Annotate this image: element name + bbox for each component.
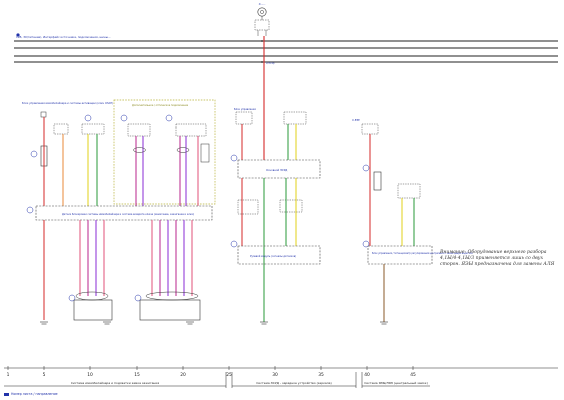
section-label-central-lock: Система ЯЭЫ/ЛЯЭ (центральный замок) — [364, 381, 428, 385]
mid-module1-label: Основной ЭСУД — [266, 168, 287, 172]
tick-label-25: 25 — [226, 372, 232, 378]
top-connector: Х..... — [254, 2, 270, 36]
tick-label-1: 1 — [7, 372, 10, 378]
bus-lines: 12В, 30(питание), Интерфейс источника, п… — [14, 33, 558, 63]
middle-section: Блок управления Основной ЭСУД Рулевой мо… — [230, 108, 321, 325]
tick-label-15: 15 — [134, 372, 140, 378]
tick-label-20: 20 — [180, 372, 186, 378]
note-text: Внимание: Оборудование верхнего разбора … — [440, 250, 555, 267]
main-feed-wire: 0,35 Кр — [263, 36, 275, 160]
tick-label-40: 40 — [364, 372, 370, 378]
tick-label-5: 5 — [43, 372, 46, 378]
tick-label-10: 10 — [87, 372, 93, 378]
top-connector-label: Х..... — [259, 2, 266, 6]
left-module-label: Датчик блокировки системы иммобилайзера … — [62, 213, 194, 216]
left-section: Блок управления иммобилайзера и системы … — [22, 99, 216, 325]
mid-header: Блок управления — [234, 108, 256, 111]
right-module-label: Блок управления / потенциометр регулиров… — [372, 252, 473, 255]
main-feed-code: 0,35 Кр — [266, 62, 275, 65]
legend: Номер листа / направление — [4, 392, 58, 396]
left-header: Блок управления иммобилайзера и системы … — [22, 101, 113, 105]
ruler-ticks — [7, 366, 414, 370]
bus-label: 12В, 30(питание), Интерфейс источника, п… — [16, 35, 111, 39]
mid-module2-label: Рулевой модуль (сигналы датчиков) — [250, 255, 296, 258]
legend-swatch — [4, 392, 9, 396]
right-section: Х-ЕЭЕ Блок управления / потенциометр рег… — [352, 118, 473, 325]
section-label-esud: Система ЭСУД - зарядное устройство (зерк… — [256, 381, 331, 385]
tick-label-30: 30 — [272, 372, 278, 378]
left-dashed-title: Дополнительное / оптическое подключение — [132, 104, 189, 107]
tick-label-35: 35 — [318, 372, 324, 378]
section-label-immobilizer: Система иммобилайзера и подсветки замка … — [71, 381, 160, 385]
right-header: Х-ЕЭЕ — [352, 118, 360, 122]
legend-label: Номер листа / направление — [11, 392, 58, 396]
tick-label-45: 45 — [410, 372, 416, 378]
footer-ruler: 1 5 10 15 20 25 30 35 40 45 Система иммо… — [4, 366, 558, 388]
